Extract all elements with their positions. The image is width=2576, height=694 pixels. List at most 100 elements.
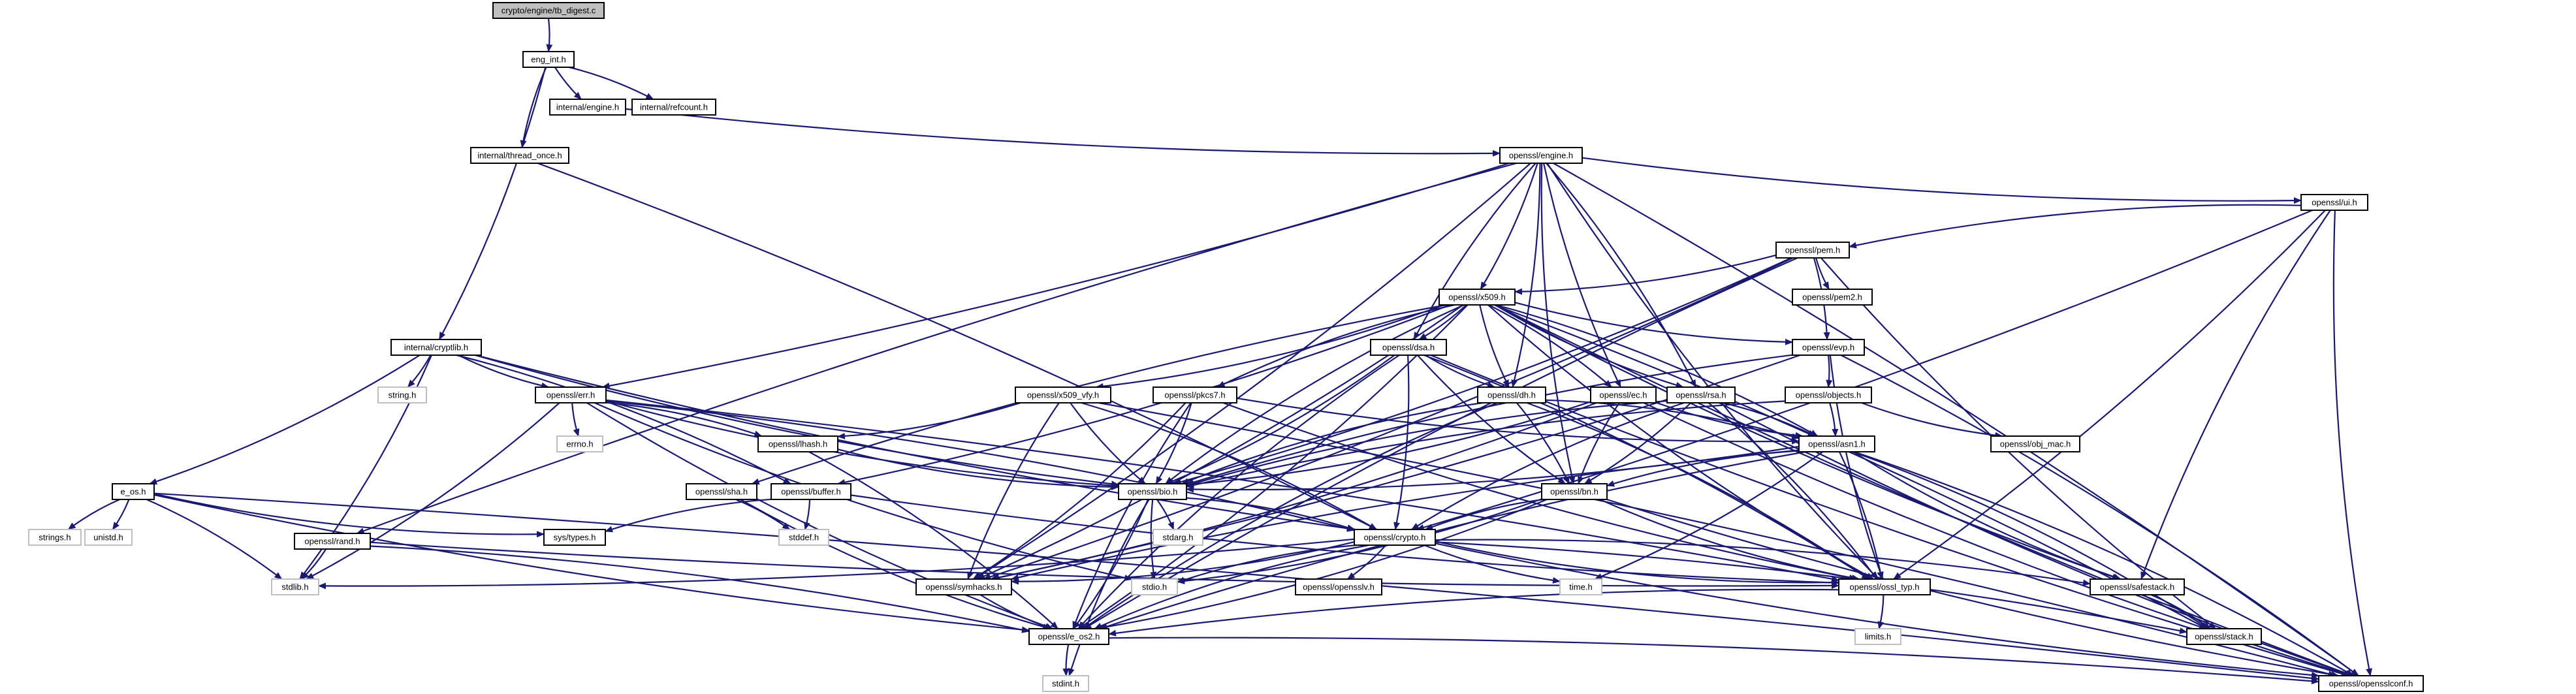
node-ossl-engine[interactable]: openssl/engine.h	[1499, 147, 1583, 164]
node-box	[2090, 578, 2185, 595]
node-ossl-pem2[interactable]: openssl/pem2.h	[1792, 289, 1873, 306]
node-label: openssl/ui.h	[2312, 198, 2357, 208]
edge-ossl_pem-to-ossl_symhacks	[983, 257, 1794, 580]
node-thread-once[interactable]: internal/thread_once.h	[470, 147, 569, 164]
edge-ossl_pem-to-ossl_pem2	[1815, 257, 1830, 290]
node-e-os[interactable]: e_os.h	[112, 483, 155, 500]
node-ossl-e-os2[interactable]: openssl/e_os2.h	[1028, 628, 1109, 645]
node-ossl-ui[interactable]: openssl/ui.h	[2300, 194, 2368, 211]
node-ossl-ossl-typ[interactable]: openssl/ossl_typ.h	[1838, 578, 1931, 595]
node-label: internal/engine.h	[556, 103, 619, 112]
node-sys-types[interactable]: sys/types.h	[543, 529, 606, 546]
node-internal-engine[interactable]: internal/engine.h	[549, 99, 626, 116]
edge-ossl_objects-to-ossl_asn1	[1829, 402, 1839, 437]
node-box	[771, 483, 851, 500]
node-box	[294, 533, 371, 550]
node-label: openssl/engine.h	[1509, 151, 1573, 161]
node-ossl-dh[interactable]: openssl/dh.h	[1477, 386, 1546, 403]
node-label: openssl/pkcs7.h	[1164, 390, 1225, 400]
node-ossl-safestack[interactable]: openssl/safestack.h	[2090, 578, 2185, 595]
edge-ossl_dh-to-ossl_ossl_typ	[1526, 402, 1870, 580]
node-label: openssl/evp.h	[1802, 343, 1854, 353]
node-ossl-err[interactable]: openssl/err.h	[535, 386, 607, 403]
edge-ossl_bio-to-ossl_e_os2	[1073, 499, 1149, 629]
edge-ossl_rsa-to-ossl_asn1	[1723, 402, 1816, 437]
node-ossl-opensslconf[interactable]: openssl/opensslconf.h	[2318, 675, 2424, 692]
node-ossl-evp[interactable]: openssl/evp.h	[1792, 339, 1865, 356]
node-unistd-h: unistd.h	[84, 529, 133, 546]
node-tb-digest[interactable]: crypto/engine/tb_digest.c	[492, 2, 605, 19]
node-box	[1153, 529, 1203, 546]
edge-ossl_sha-to-ossl_e_os2	[740, 499, 1051, 630]
edge-ossl_bio-to-stdio_h	[1150, 499, 1157, 580]
edge-ossl_x509-to-ossl_bio	[1165, 304, 1465, 484]
edge-ossl_buffer-to-stddef_h	[804, 499, 811, 530]
edge-ossl_ec-to-ossl_asn1	[1655, 402, 1804, 439]
node-box	[271, 578, 319, 595]
node-ossl-symhacks[interactable]: openssl/symhacks.h	[915, 578, 1012, 595]
edge-ossl_dh-to-ossl_bio	[1181, 402, 1483, 485]
edge-ossl_asn1-to-ossl_symhacks	[1011, 449, 1800, 581]
node-ossl-pkcs7[interactable]: openssl/pkcs7.h	[1153, 386, 1237, 403]
node-ossl-lhash[interactable]: openssl/lhash.h	[757, 435, 838, 452]
node-ossl-bio[interactable]: openssl/bio.h	[1118, 483, 1187, 500]
node-box	[377, 386, 427, 403]
node-ossl-obj-mac[interactable]: openssl/obj_mac.h	[1990, 435, 2080, 452]
edge-cryptlib-to-string_h	[407, 355, 432, 388]
edge-ossl_bn-to-ossl_e_os2	[1095, 498, 1548, 631]
node-ossl-opensslv[interactable]: openssl/opensslv.h	[1295, 578, 1382, 595]
node-label: string.h	[389, 390, 417, 400]
node-label: stdint.h	[1052, 679, 1079, 689]
node-cryptlib[interactable]: internal/cryptlib.h	[390, 339, 482, 356]
node-box	[1590, 386, 1657, 403]
node-label: openssl/pem.h	[1785, 245, 1841, 255]
node-ossl-stack[interactable]: openssl/stack.h	[2186, 628, 2262, 645]
node-ossl-x509[interactable]: openssl/x509.h	[1439, 289, 1516, 306]
node-limits-h: limits.h	[1854, 628, 1901, 645]
node-ossl-asn1[interactable]: openssl/asn1.h	[1798, 435, 1875, 452]
node-box	[1792, 289, 1873, 306]
node-label: openssl/symhacks.h	[925, 582, 1002, 592]
node-label: openssl/rsa.h	[1676, 390, 1726, 400]
node-ossl-buffer[interactable]: openssl/buffer.h	[771, 483, 851, 500]
node-stdio-h: stdio.h	[1131, 578, 1178, 595]
edge-ossl_x509-to-ossl_sha	[751, 304, 1447, 485]
node-ossl-sha[interactable]: openssl/sha.h	[686, 483, 757, 500]
node-ossl-objects[interactable]: openssl/objects.h	[1785, 386, 1872, 403]
node-box	[1028, 628, 1109, 645]
edge-ossl_engine-to-ossl_x509	[1480, 163, 1538, 290]
node-box	[522, 51, 575, 68]
node-box	[1354, 529, 1436, 546]
node-ossl-bn[interactable]: openssl/bn.h	[1541, 483, 1608, 500]
node-eng-int[interactable]: eng_int.h	[522, 51, 575, 68]
node-time-h: time.h	[1559, 578, 1602, 595]
node-label: openssl/buffer.h	[781, 487, 841, 497]
edge-ossl_engine-to-ossl_ec	[1543, 163, 1621, 388]
node-ossl-rsa[interactable]: openssl/rsa.h	[1666, 386, 1736, 403]
edge-ossl_ossl_typ-to-limits_h	[1877, 594, 1884, 629]
node-ossl-x509-vfy[interactable]: openssl/x509_vfy.h	[1015, 386, 1111, 403]
node-box	[631, 99, 716, 116]
edge-ossl_pkcs7-to-ossl_bio	[1155, 402, 1192, 484]
edge-e_os-to-ossl_opensslconf	[153, 492, 2319, 682]
edge-ossl_rand-to-stdlib_h	[301, 548, 327, 580]
edge-ossl_rsa-to-ossl_crypto	[1410, 402, 1685, 530]
node-ossl-crypto[interactable]: openssl/crypto.h	[1354, 529, 1436, 546]
node-internal-refcount[interactable]: internal/refcount.h	[631, 99, 716, 116]
edge-ossl_x509-to-ossl_x509_vfy	[1095, 304, 1444, 390]
node-ossl-dsa[interactable]: openssl/dsa.h	[1370, 339, 1447, 356]
edge-ossl_x509_vfy-to-ossl_lhash	[837, 402, 1021, 439]
node-label: openssl/opensslconf.h	[2329, 679, 2413, 689]
edge-ossl_lhash-to-ossl_bio	[837, 449, 1119, 490]
edge-e_os-to-ossl_e_os2	[153, 494, 1030, 633]
node-ossl-rand[interactable]: openssl/rand.h	[294, 533, 371, 550]
node-ossl-pem[interactable]: openssl/pem.h	[1775, 242, 1850, 259]
node-ossl-ec[interactable]: openssl/ec.h	[1590, 386, 1657, 403]
edge-ossl_ui-to-ossl_pem	[1849, 204, 2302, 249]
node-box	[543, 529, 606, 546]
edge-ossl_asn1-to-time_h	[1594, 451, 1824, 580]
node-box	[112, 483, 155, 500]
node-box	[1131, 578, 1178, 595]
edge-ossl_dsa-to-ossl_dh	[1425, 355, 1495, 388]
node-label: openssl/sha.h	[695, 487, 748, 497]
